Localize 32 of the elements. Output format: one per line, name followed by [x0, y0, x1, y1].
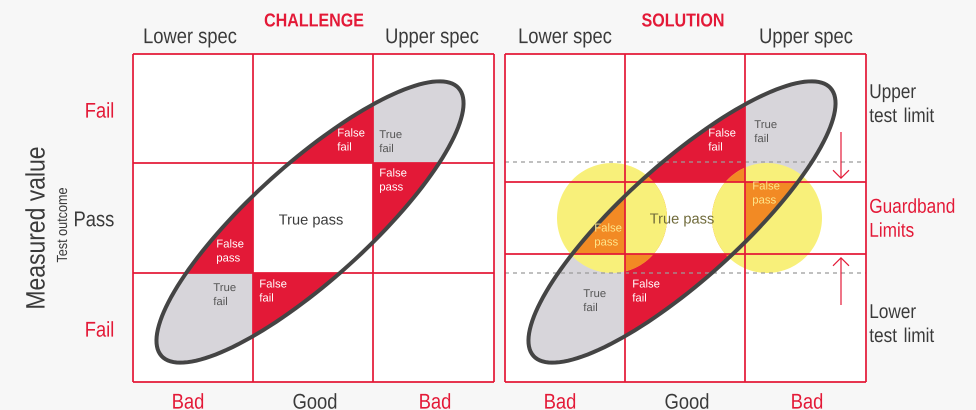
limit-label: Guardband Limits: [870, 198, 954, 237]
region-label: False pass: [217, 239, 244, 264]
axis-label: Lower spec: [520, 28, 612, 48]
axis-label: Lower spec: [144, 28, 236, 48]
axis-title: Test outcome: [56, 188, 68, 262]
region-label: True fail: [379, 130, 402, 152]
axis-label: Upper spec: [386, 28, 478, 48]
axis-title: Measured value: [25, 147, 45, 308]
region-label: False pass: [380, 168, 406, 193]
limit-label: Upper test limit: [870, 84, 934, 122]
axis-label: Bad: [173, 393, 204, 409]
axis-label: Pass: [75, 212, 114, 226]
panel-title: CHALLENGE: [264, 13, 364, 27]
region-label: True fail: [754, 120, 777, 142]
axis-label: Bad: [792, 393, 822, 409]
axis-label: Fail: [86, 321, 114, 337]
region-label: False fail: [259, 279, 286, 302]
axis-label: Bad: [420, 393, 450, 409]
region-label: True fail: [583, 289, 606, 312]
region-label: False fail: [632, 279, 660, 302]
region-label: True pass: [279, 214, 343, 228]
region-label: False pass: [753, 181, 780, 206]
limit-label: Lower test limit: [870, 304, 934, 342]
panel-title: SOLUTION: [642, 13, 724, 27]
axis-label: Bad: [545, 393, 576, 409]
axis-label: Good: [665, 393, 708, 409]
axis-label: Fail: [86, 102, 114, 118]
axis-label: Good: [293, 393, 336, 409]
region-label: False fail: [337, 128, 364, 151]
region-label: False fail: [708, 128, 736, 151]
axis-label: Upper spec: [760, 28, 852, 48]
region-label: True fail: [213, 283, 236, 306]
